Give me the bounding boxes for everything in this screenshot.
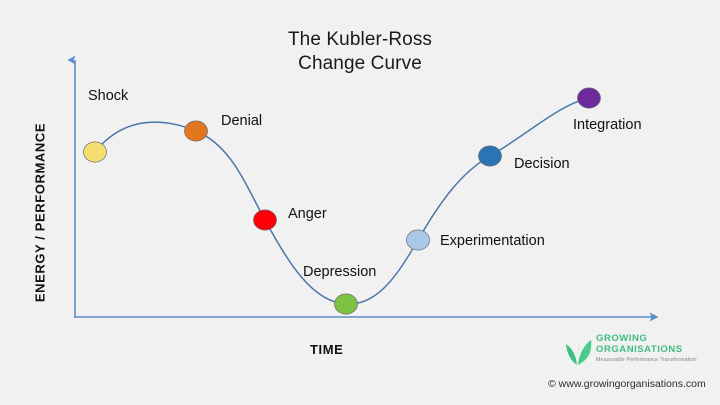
stage-label-integration: Integration: [573, 117, 642, 133]
y-axis-label: ENERGY / PERFORMANCE: [32, 122, 48, 303]
brand-logo: GROWING ORGANISATIONS Measurable Perform…: [560, 332, 710, 372]
stage-label-shock: Shock: [88, 88, 129, 104]
stage-dot-decision[interactable]: [478, 145, 502, 167]
stage-dots: [83, 87, 601, 315]
title-line-1: The Kubler-Ross: [287, 29, 433, 50]
brand-text: GROWING ORGANISATIONS Measurable Perform…: [596, 333, 697, 363]
page-title: The Kubler-Ross Change Curve: [0, 28, 720, 76]
stage-dot-integration[interactable]: [577, 87, 601, 109]
stage-dot-shock[interactable]: [83, 141, 107, 163]
stage-dot-depression[interactable]: [334, 293, 358, 315]
stage-dot-denial[interactable]: [184, 120, 208, 142]
stage-label-experimentation: Experimentation: [440, 233, 545, 249]
stage-label-decision: Decision: [514, 156, 570, 172]
brand-line-1: GROWING: [596, 333, 648, 344]
copyright-text: © www.growingorganisations.com: [548, 378, 706, 390]
brand-line-2: ORGANISATIONS: [596, 344, 683, 355]
stage-label-anger: Anger: [288, 206, 327, 222]
leaf-icon: [563, 338, 592, 366]
title-line-2: Change Curve: [298, 52, 422, 74]
brand-tagline: Measurable Performance Transformation: [596, 356, 697, 363]
stage-dot-anger[interactable]: [253, 209, 277, 231]
stage-label-depression: Depression: [303, 264, 377, 280]
stage-dot-experimentation[interactable]: [406, 229, 430, 251]
stage-label-denial: Denial: [221, 113, 263, 129]
x-axis-label: TIME: [310, 342, 344, 357]
